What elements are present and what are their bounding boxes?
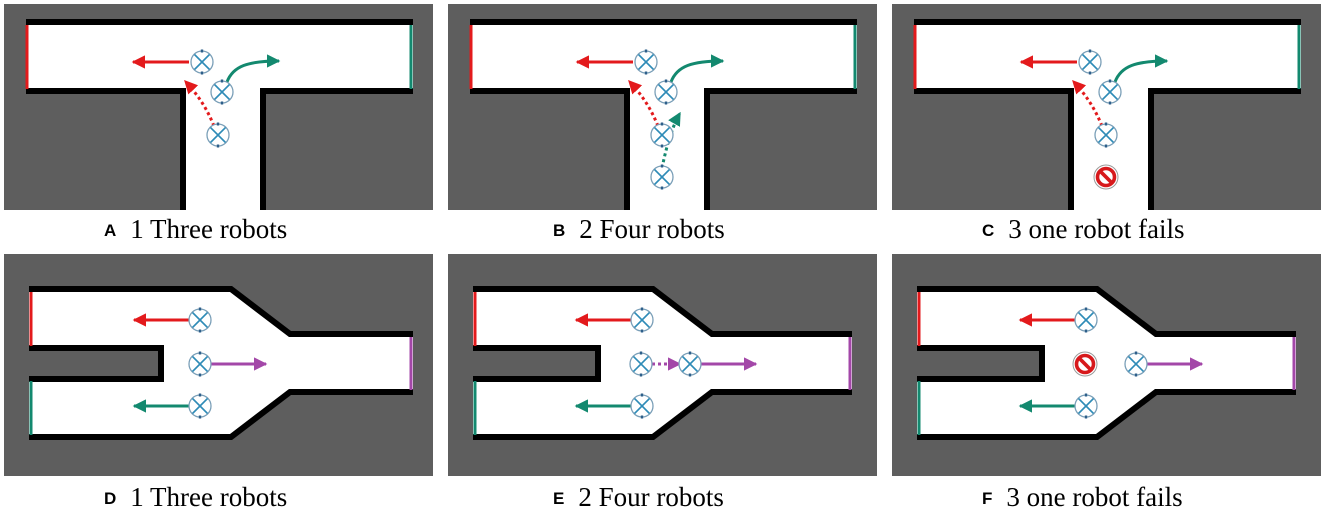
no-entry-icon: [1092, 163, 1120, 191]
corridor-wall: [473, 286, 852, 440]
caption-d: D 1 Three robots: [104, 482, 287, 514]
caption-text: 2 Four robots: [578, 482, 724, 512]
panel-b: [448, 4, 877, 210]
corridor-wall: [917, 286, 1296, 440]
red-dotted-path: [1071, 79, 1104, 127]
caption-text: 1 Three robots: [130, 214, 288, 244]
caption-a: A 1 Three robots: [104, 214, 287, 246]
corridor-floor: [26, 22, 413, 210]
caption-b: B 2 Four robots: [553, 214, 725, 246]
panel-f: [892, 254, 1321, 476]
panel-a: [4, 4, 433, 210]
caption-f: F 3 one robot fails: [982, 482, 1183, 514]
no-entry-icon: [1071, 350, 1099, 378]
caption-text: 2 Four robots: [579, 214, 725, 244]
t-junction-diagram-c: [892, 4, 1321, 210]
red-dotted-path: [183, 79, 216, 127]
corridor-wall: [470, 19, 857, 210]
panel-d: [4, 254, 433, 476]
panel-letter: D: [104, 489, 117, 508]
caption-e: E 2 Four robots: [553, 482, 724, 514]
corridor-floor: [470, 22, 857, 210]
green-curved-arrow: [225, 54, 281, 83]
panel-e: [448, 254, 877, 476]
t-junction-diagram-a: [4, 4, 433, 210]
corridor-wall-left: [26, 19, 413, 210]
panel-c: [892, 4, 1321, 210]
panel-letter: B: [553, 221, 566, 240]
t-junction-diagram-b: [448, 4, 877, 210]
caption-c: C 3 one robot fails: [982, 214, 1185, 246]
green-curved-arrow: [1113, 54, 1169, 83]
caption-text: 1 Three robots: [130, 482, 288, 512]
y-junction-diagram-f: [892, 254, 1321, 476]
green-curved-arrow: [669, 54, 725, 83]
panel-letter: C: [982, 221, 995, 240]
panel-letter: E: [553, 489, 565, 508]
corridor-floor: [914, 22, 1301, 210]
caption-text: 3 one robot fails: [1006, 482, 1183, 512]
corridor-wall: [29, 286, 413, 440]
red-dotted-path: [627, 79, 660, 127]
caption-text: 3 one robot fails: [1008, 214, 1185, 244]
panel-letter: F: [982, 489, 993, 508]
panel-letter: A: [104, 221, 117, 240]
corridor-wall: [914, 19, 1301, 210]
corridor-floor: [473, 289, 852, 437]
y-junction-diagram-d: [4, 254, 433, 476]
corridor-floor: [917, 289, 1296, 437]
y-junction-diagram-e: [448, 254, 877, 476]
